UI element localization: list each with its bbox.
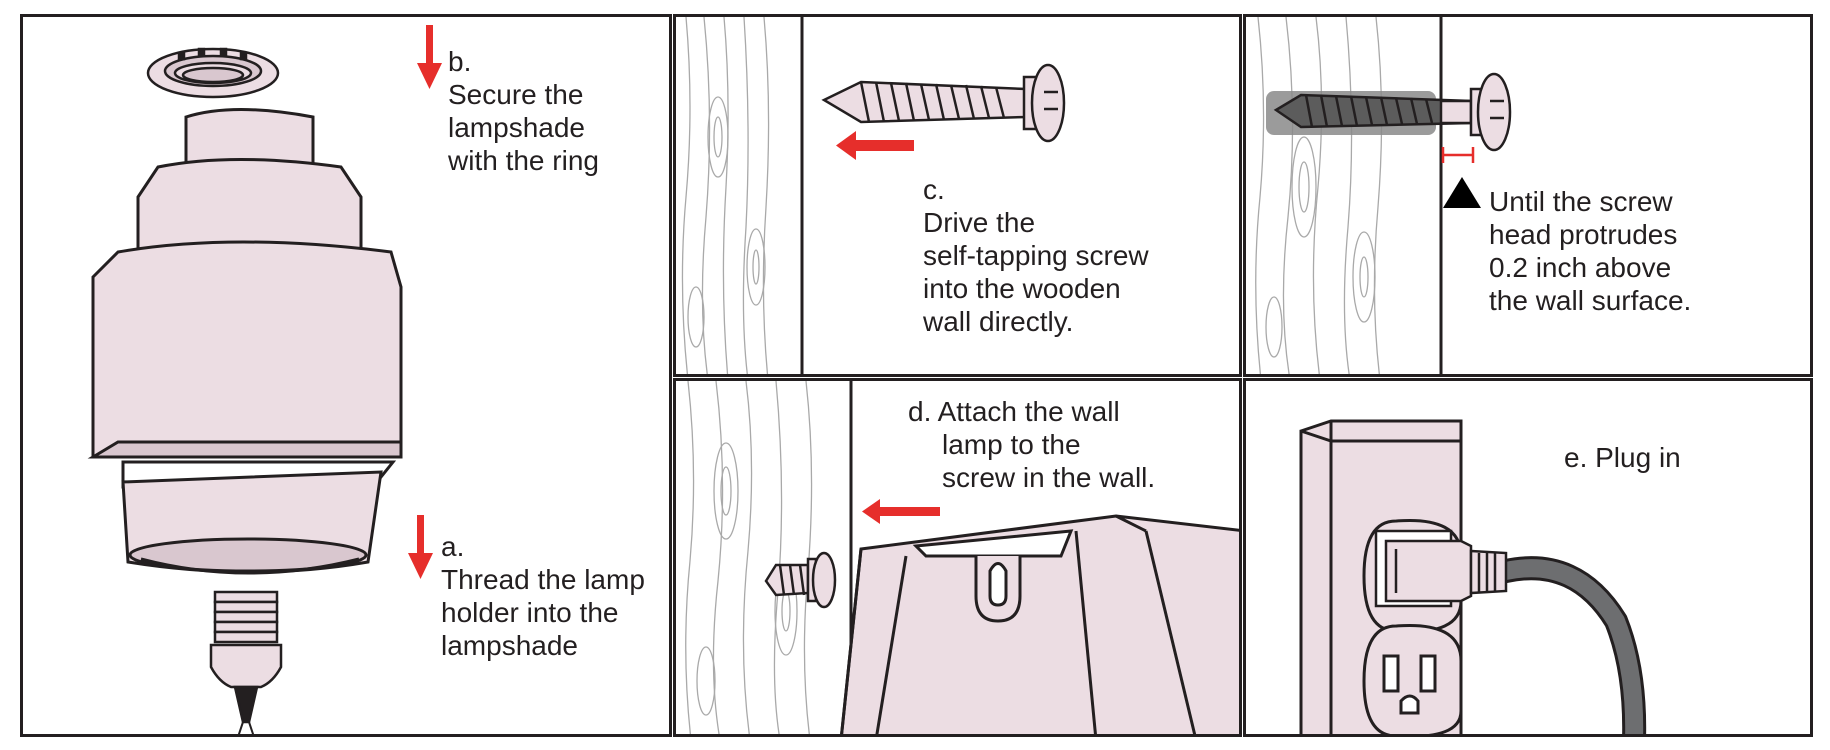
wood-grain [685,381,813,734]
step-c-caption: c. Drive the self-tapping screw into the… [923,174,1149,337]
arrow-down-icon [417,25,442,89]
plug-icon [1374,529,1508,608]
power-cord-icon [1494,556,1647,734]
screw-head-icon [1439,72,1512,152]
step-d-caption: d. Attach the wall lamp to the screw in … [908,396,1156,493]
attach-lamp-illustration [685,381,1239,734]
protrusion-measure-icon [1441,147,1475,163]
lampshade-illustration [87,25,442,734]
drive-screw-illustration [681,17,1066,374]
screw-icon [1273,93,1473,129]
ring-icon [146,47,280,99]
wood-grain [1255,17,1383,374]
wood-grain [681,17,770,374]
triangle-warning-icon [1443,177,1481,208]
lampshade-icon [87,108,403,575]
step-a-caption: a. Thread the lamp holder into the lamps… [441,531,645,661]
panel-screw-protrusion: Until the screw head protrudes 0.2 inch … [1243,14,1813,377]
panel-lampshade-assembly: b. Secure the lampshade with the ring a.… [20,14,672,737]
panel-attach-lamp: d. Attach the wall lamp to the screw in … [673,378,1242,737]
arrow-down-icon [408,515,433,579]
lamp-holder-icon [209,590,283,734]
arrow-left-icon [836,131,914,160]
step-b-caption: b. Secure the lampshade with the ring [448,46,599,176]
panel-plug-in: e. Plug in [1243,378,1813,737]
lamp-shade-bracket-icon [840,514,1239,734]
screw-icon [821,63,1066,143]
arrow-left-icon [862,499,940,524]
screw-protrusion-illustration [1255,17,1512,374]
plug-in-illustration [1299,419,1647,734]
panel-drive-screw: c. Drive the self-tapping screw into the… [673,14,1242,377]
screw-head-icon [764,551,837,609]
step-e-caption: e. Plug in [1564,442,1681,473]
screw-protrusion-caption: Until the screw head protrudes 0.2 inch … [1489,186,1692,316]
